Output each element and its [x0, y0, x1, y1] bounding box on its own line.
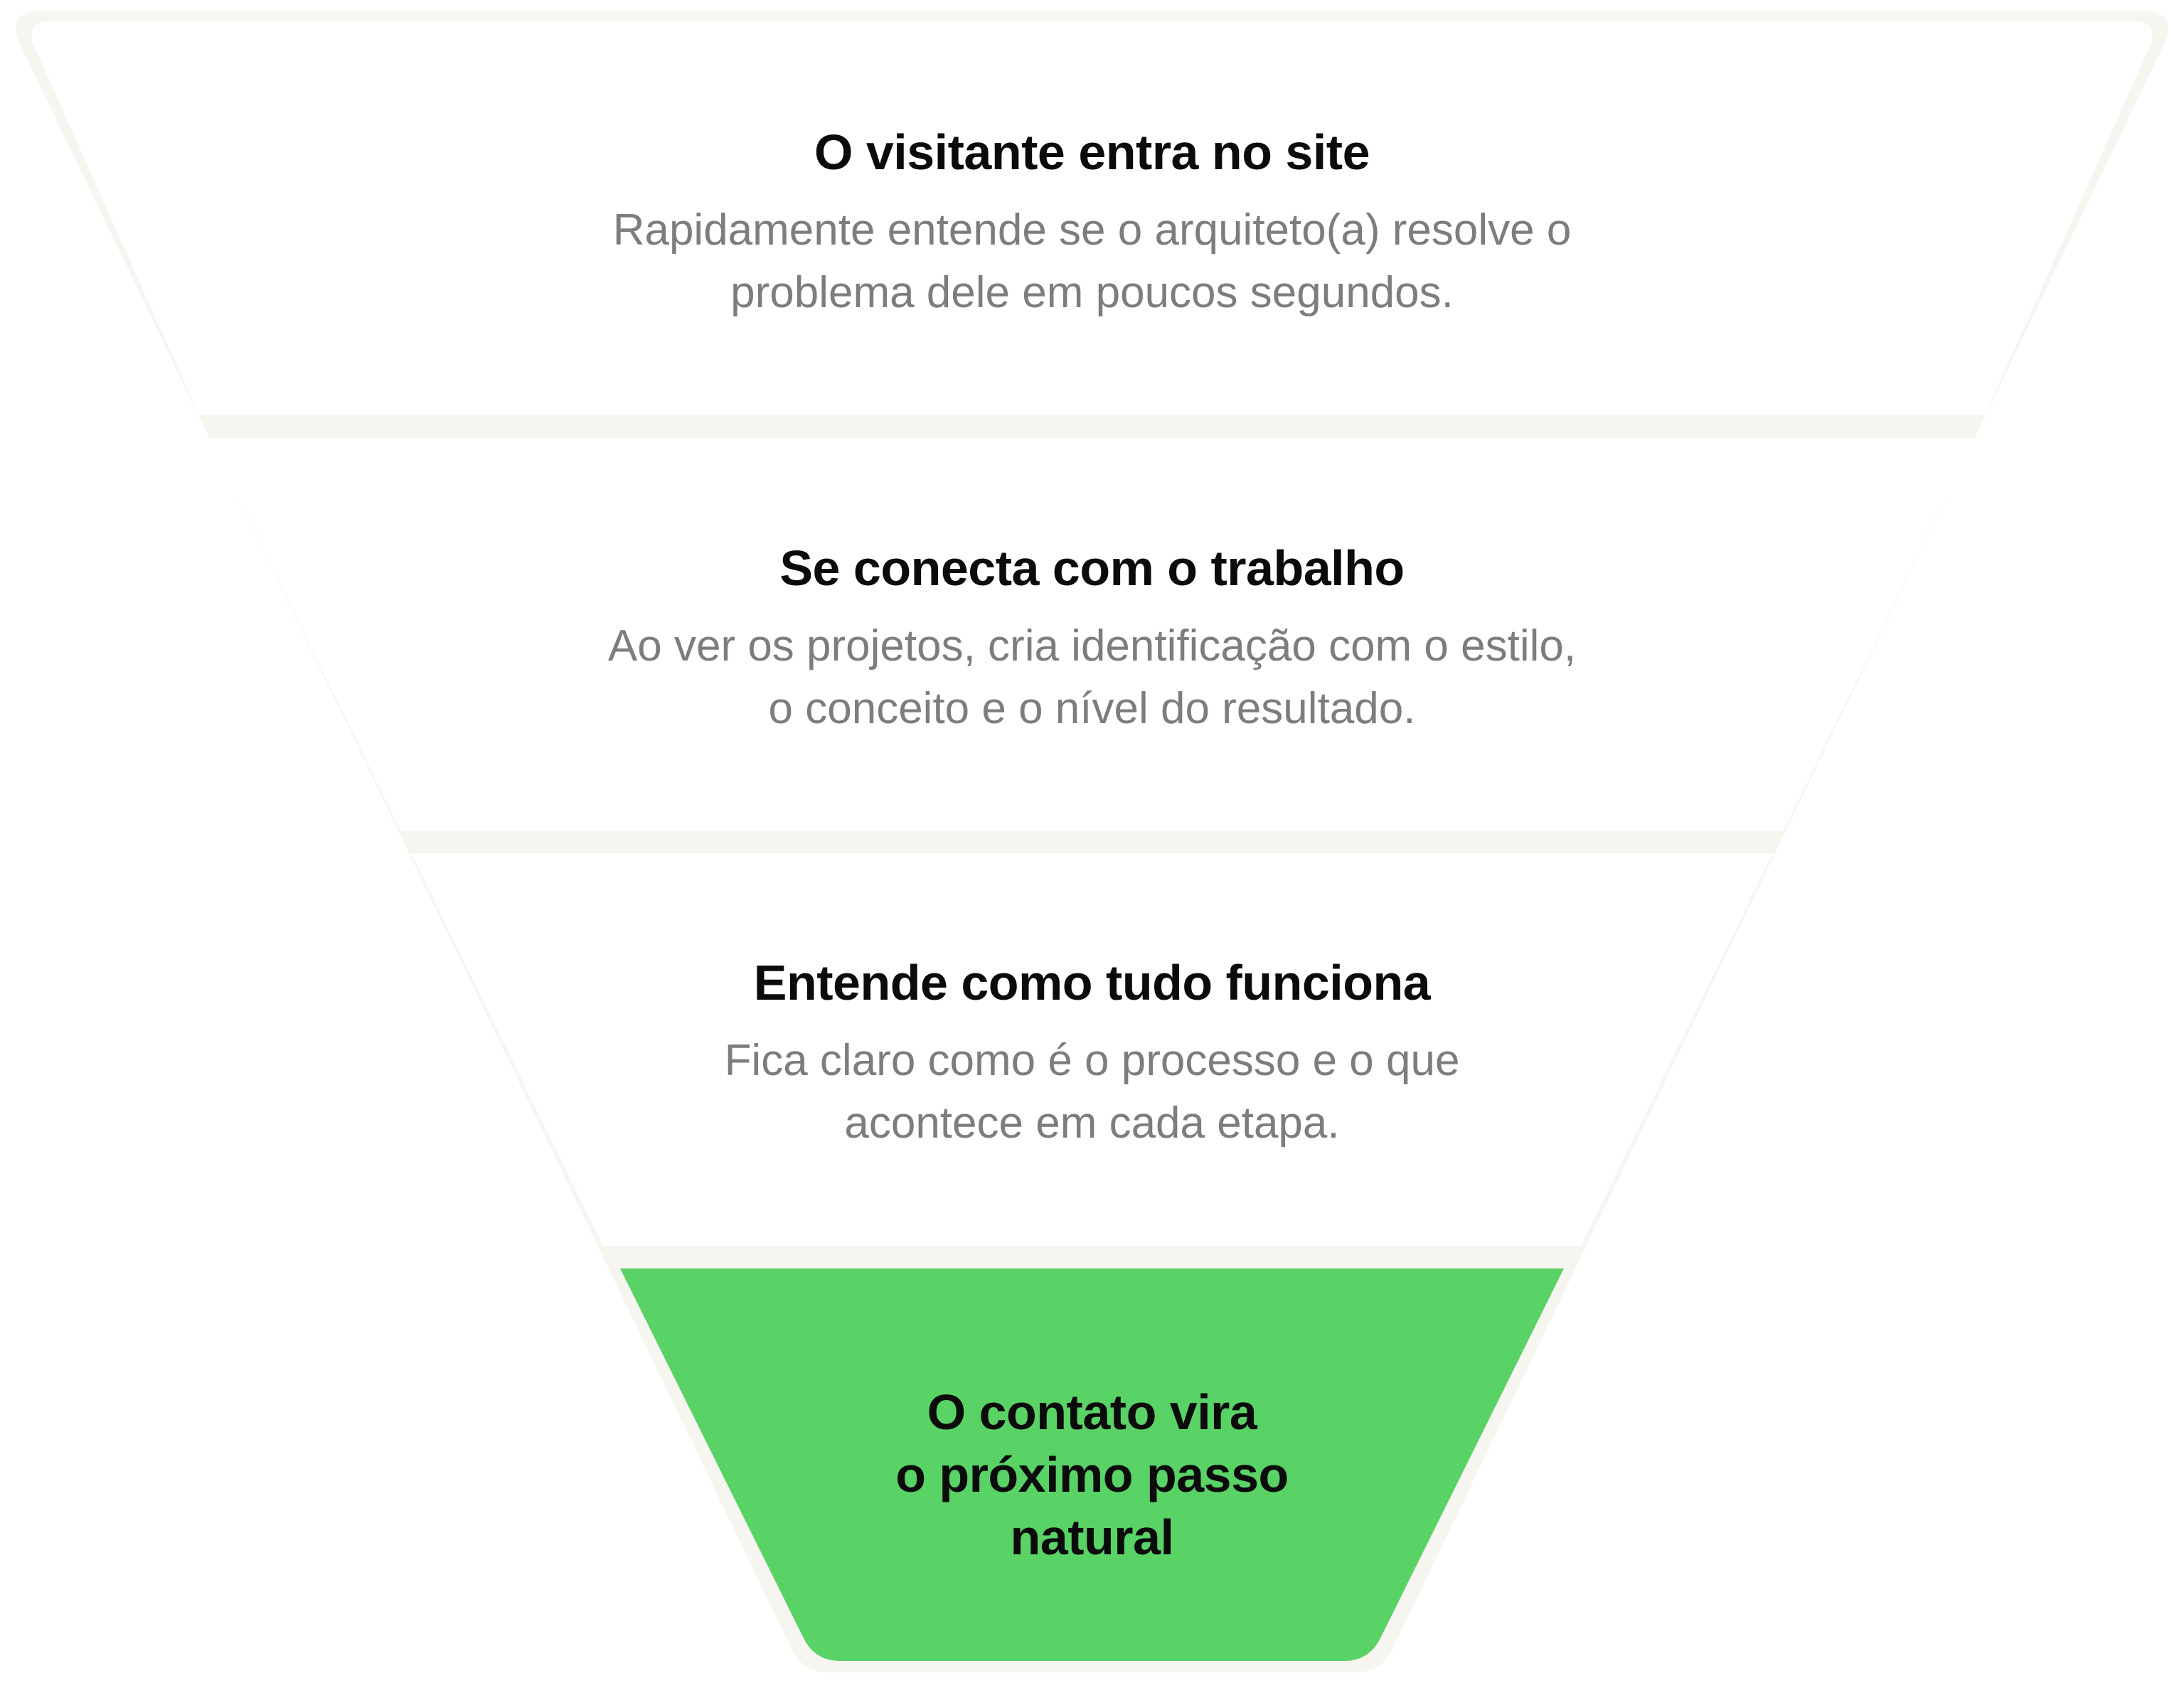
stage-2-description: Ao ver os projetos, cria identificação c…: [523, 615, 1661, 740]
stage-1-description-line: Rapidamente entende se o arquiteto(a) re…: [612, 205, 1572, 255]
stage-2-text: Se conecta com o trabalho Ao ver os proj…: [0, 537, 2184, 740]
stage-2-title: Se conecta com o trabalho: [779, 540, 1405, 596]
stage-3-title: Entende como tudo funciona: [753, 955, 1431, 1010]
final-stage-band: [620, 1268, 1564, 1661]
stage-3-band: [411, 853, 1773, 1246]
stage-1-text: O visitante entra no site Rapidamente en…: [0, 121, 2184, 324]
final-stage-title: O contato vira o próximo passo natural: [0, 1381, 2184, 1569]
stage-2-description-line: Ao ver os projetos, cria identificação c…: [607, 621, 1577, 670]
stage-3-text: Entende como tudo funciona Fica claro co…: [0, 951, 2184, 1155]
funnel-outline: [16, 11, 2168, 1672]
final-stage-title-line: o próximo passo: [895, 1447, 1289, 1502]
stage-1-description: Rapidamente entende se o arquiteto(a) re…: [523, 199, 1661, 324]
stage-1-title: O visitante entra no site: [814, 124, 1370, 180]
final-stage-title-line: natural: [1010, 1510, 1174, 1565]
final-stage-title-line: O contato vira: [927, 1384, 1257, 1440]
final-stage-text: O contato vira o próximo passo natural: [0, 1381, 2184, 1569]
stage-3-description: Fica claro como é o processo e o que aco…: [523, 1030, 1661, 1155]
stage-3-description-line: acontece em cada etapa.: [844, 1099, 1340, 1148]
stage-2-description-line: o conceito e o nível do resultado.: [768, 684, 1416, 733]
stage-3-description-line: Fica claro como é o processo e o que: [724, 1036, 1460, 1085]
stage-1-description-line: problema dele em poucos segundos.: [730, 268, 1454, 317]
stage-1-band: [31, 21, 2153, 415]
stage-2-band: [209, 438, 1975, 830]
